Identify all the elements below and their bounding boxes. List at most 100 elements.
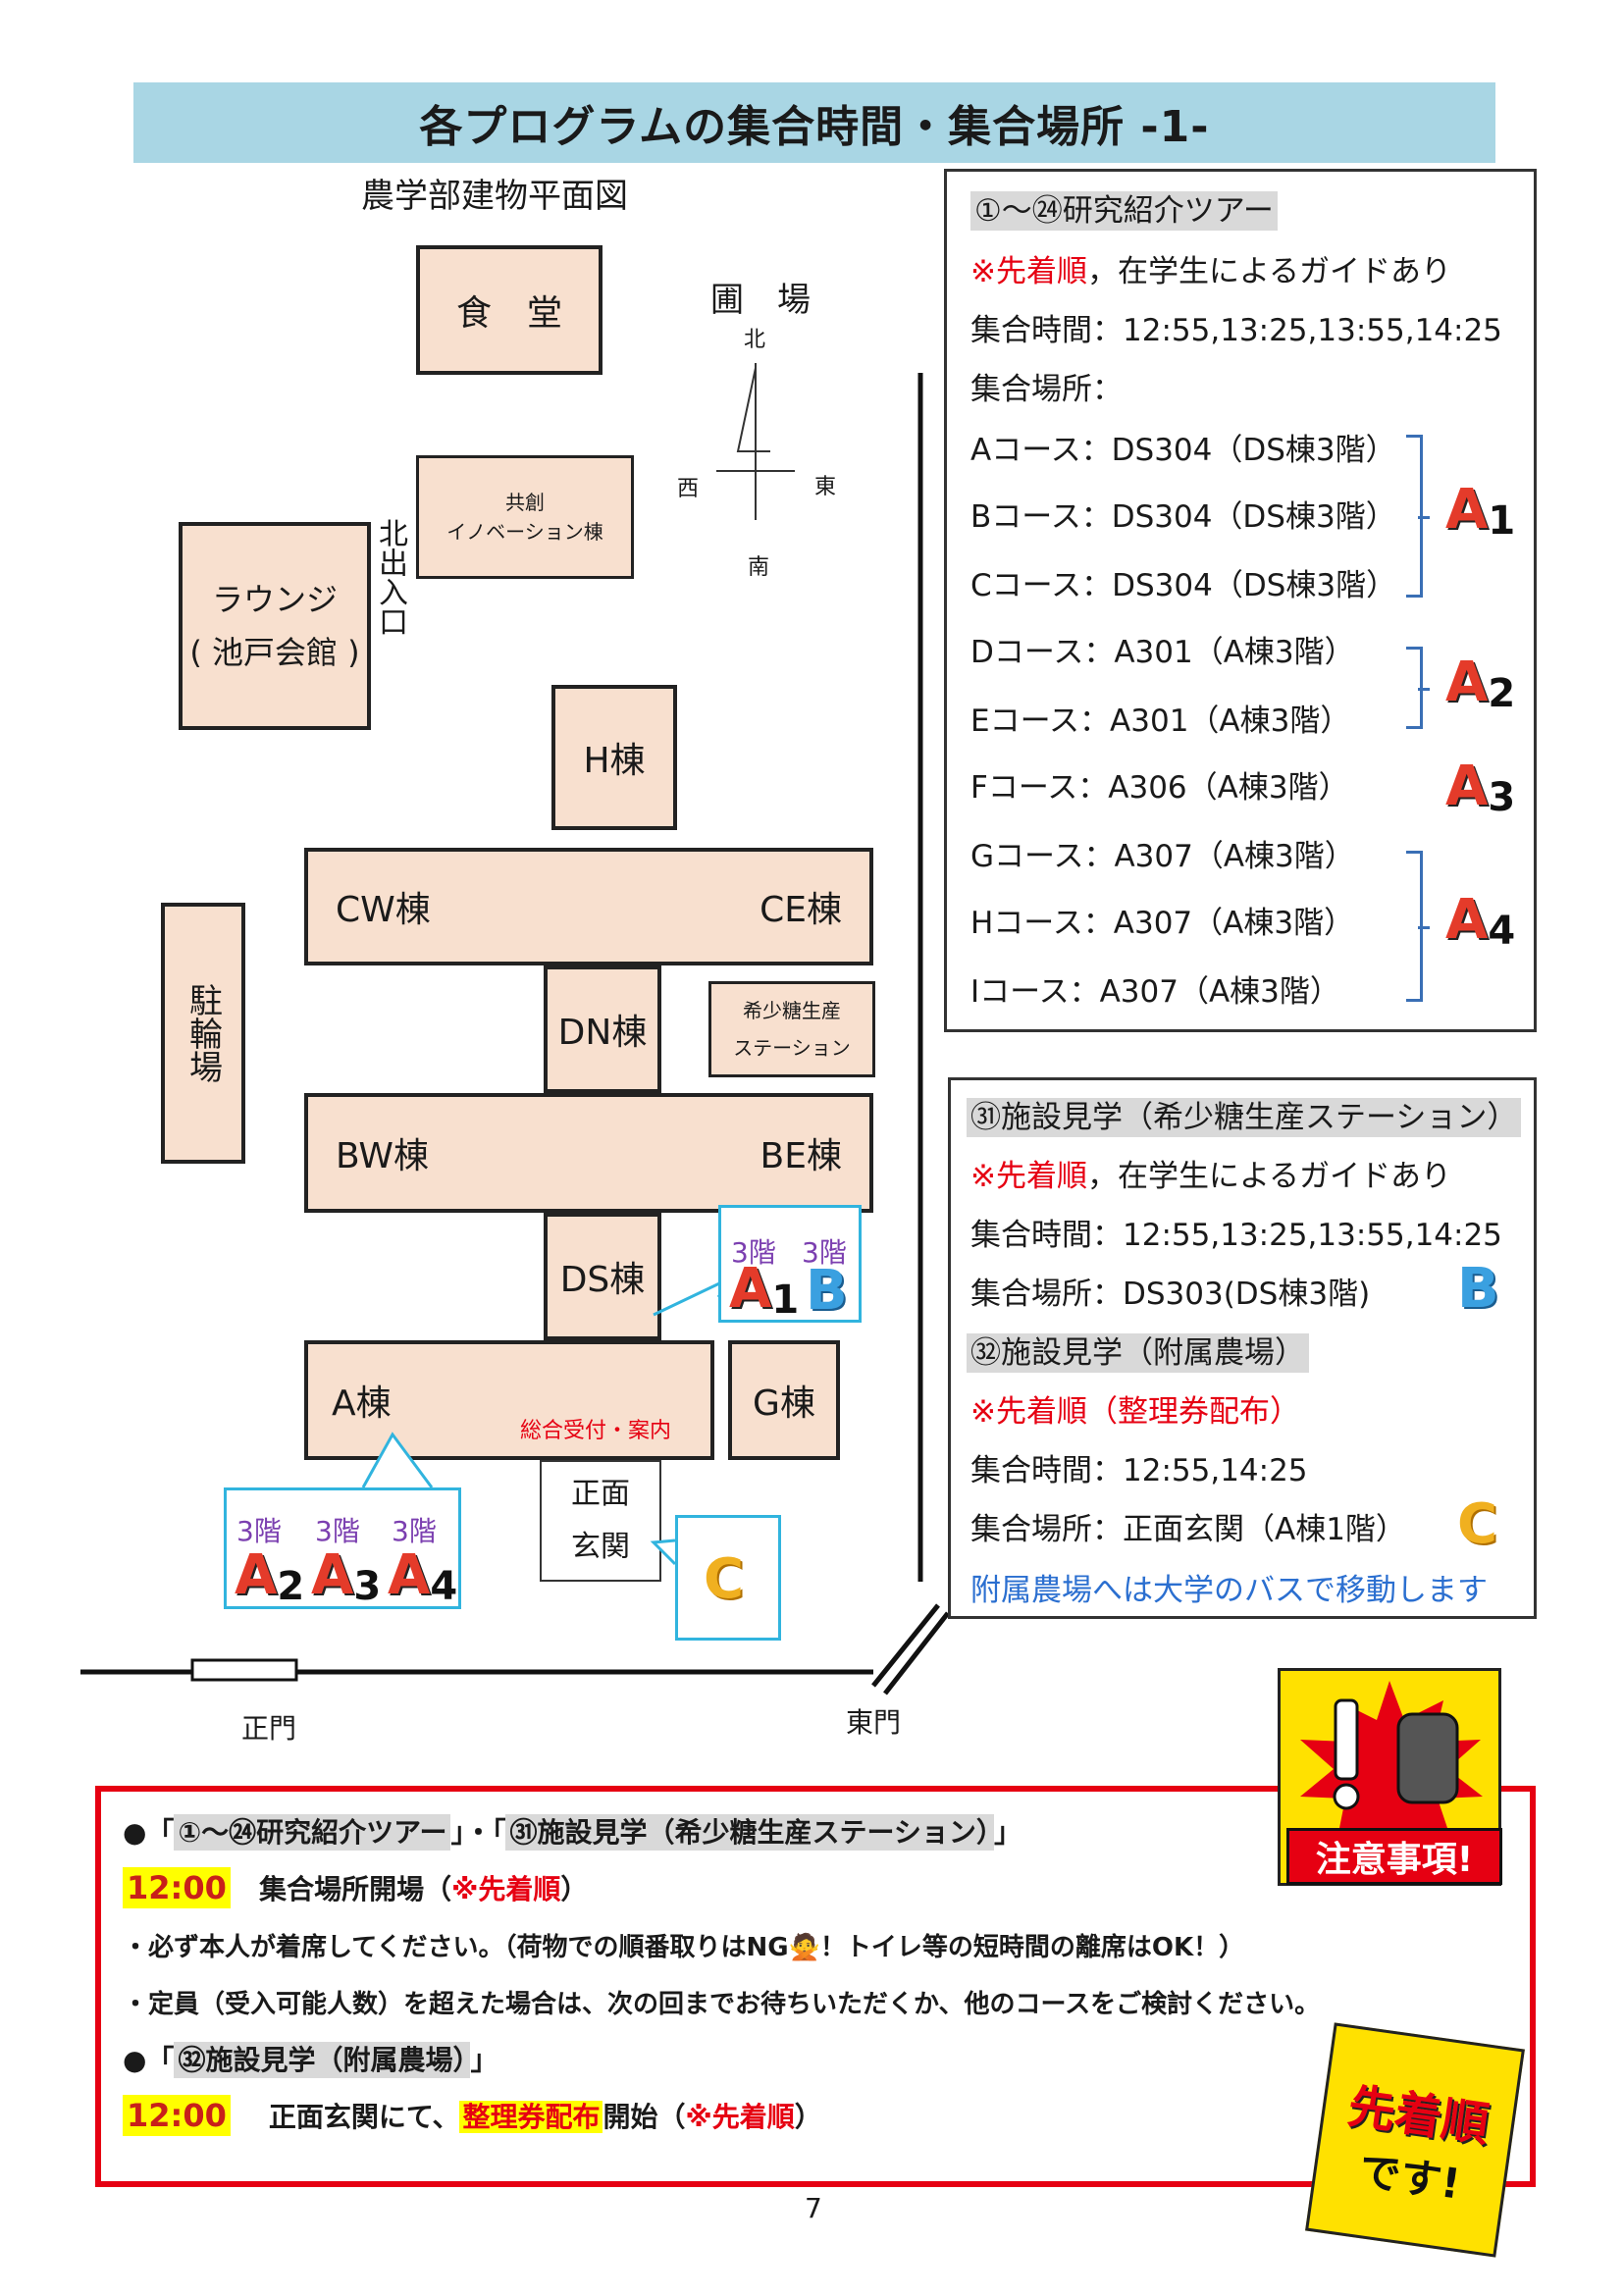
east-gate-line1 bbox=[871, 1603, 940, 1688]
building-label: G棟 bbox=[753, 1383, 815, 1424]
building-label-bw: BW棟 bbox=[336, 1136, 430, 1176]
course-i: Iコース：A307（A棟3階） bbox=[970, 974, 1340, 1010]
building-label: 共創 bbox=[505, 491, 545, 514]
building-label: DN棟 bbox=[557, 1013, 648, 1053]
building-label: 食 堂 bbox=[455, 293, 562, 334]
panel2-note1: ※先着順，在学生によるガイドあり bbox=[970, 1159, 1452, 1194]
building-label: A棟 bbox=[332, 1383, 392, 1424]
building-shokudo: 食 堂 bbox=[416, 245, 602, 375]
panel2-time1: 集合時間：12:55,13:25,13:55,14:25 bbox=[970, 1218, 1502, 1253]
course-a: Aコース：DS304（DS棟3階） bbox=[970, 433, 1396, 468]
building-g: G棟 bbox=[728, 1340, 840, 1460]
building-label: DS棟 bbox=[559, 1260, 646, 1300]
main-gate-label: 正門 bbox=[241, 1712, 297, 1745]
entrance-label: 正面 bbox=[571, 1477, 630, 1511]
mascot-b-icon: B bbox=[1457, 1257, 1499, 1321]
building-bw-be: BW棟 BE棟 bbox=[304, 1093, 873, 1213]
building-a: A棟 bbox=[304, 1340, 714, 1460]
compass-rose bbox=[716, 363, 795, 520]
callout-ds: 3階 3階 A1 B bbox=[718, 1205, 862, 1323]
east-gate-line2 bbox=[883, 1611, 950, 1695]
mascot-c-icon: C bbox=[704, 1547, 745, 1611]
building-label: ラウンジ bbox=[211, 581, 338, 618]
bracket-abc bbox=[1406, 435, 1430, 598]
panel1-place-label: 集合場所： bbox=[970, 372, 1123, 407]
compass-south: 南 bbox=[748, 555, 770, 580]
compass-north: 北 bbox=[744, 328, 766, 352]
panel2-place1: 集合場所：DS303(DS棟3階) bbox=[970, 1277, 1371, 1312]
map-heading: 農学部建物平面図 bbox=[361, 177, 628, 216]
north-arrow bbox=[736, 367, 770, 452]
mascot-b-icon: B bbox=[806, 1259, 848, 1323]
mascot-a2-icon: A2 bbox=[235, 1543, 305, 1609]
building-label: H棟 bbox=[583, 741, 646, 781]
course-b: Bコース：DS304（DS棟3階） bbox=[970, 499, 1396, 535]
page-number: 7 bbox=[805, 2192, 822, 2224]
callout-a: 3階 3階 3階 A2 A3 A4 bbox=[224, 1487, 461, 1609]
panel-facility-tour: ㉛施設見学（希少糖生産ステーション） ※先着順，在学生によるガイドあり 集合時間… bbox=[948, 1077, 1537, 1619]
east-gate-label: 東門 bbox=[846, 1706, 902, 1739]
panel2-heading2: ㉜施設見学（附属農場） bbox=[967, 1328, 1309, 1373]
mascot-a4-icon: A4 bbox=[1445, 888, 1516, 954]
bracket-de bbox=[1406, 647, 1430, 729]
course-d: Dコース：A301（A棟3階） bbox=[970, 635, 1355, 670]
north-entrance-label: 北出入口 bbox=[373, 518, 407, 636]
building-label: 希少糖生産 bbox=[743, 999, 841, 1022]
panel1-heading: ①～㉔研究紹介ツアー bbox=[970, 185, 1278, 231]
course-g: Gコース：A307（A棟3階） bbox=[970, 839, 1355, 874]
bicycle-parking: 駐輪場 bbox=[161, 903, 245, 1164]
caution-label: 注意事項! bbox=[1286, 1828, 1502, 1885]
callout-entrance: C bbox=[675, 1515, 781, 1641]
compass-east: 東 bbox=[814, 475, 837, 499]
mascot-a4-icon: A4 bbox=[388, 1543, 458, 1609]
floor-label: 3階 bbox=[731, 1236, 776, 1269]
panel1-time: 集合時間：12:55,13:25,13:55,14:25 bbox=[970, 313, 1502, 348]
main-gate bbox=[190, 1658, 298, 1682]
caution-badge: 注意事項! bbox=[1278, 1668, 1502, 1886]
compass-west: 西 bbox=[677, 477, 700, 501]
building-label: ステーション bbox=[733, 1036, 851, 1060]
bracket-ghi bbox=[1406, 851, 1430, 1002]
entrance-label: 玄関 bbox=[571, 1530, 630, 1564]
building-label-be: BE棟 bbox=[760, 1136, 842, 1176]
panel2-note2: ※先着順（整理券配布） bbox=[970, 1394, 1300, 1430]
notice-line2: 12:00 集合場所開場（※先着順） bbox=[123, 1867, 588, 1908]
panel2-bus-note: 附属農場へは大学のバスで移動します bbox=[970, 1573, 1488, 1608]
building-rare-sugar-station: 希少糖生産 ステーション bbox=[708, 981, 875, 1077]
course-e: Eコース：A301（A棟3階） bbox=[970, 704, 1351, 739]
panel2-time2: 集合時間：12:55,14:25 bbox=[970, 1453, 1308, 1488]
page-title: 各プログラムの集合時間・集合場所 -1- bbox=[133, 82, 1495, 163]
floor-label: 3階 bbox=[236, 1515, 282, 1547]
reception-label: 総合受付・案内 bbox=[520, 1419, 672, 1443]
first-come-badge: 先着順 です! bbox=[1305, 2022, 1525, 2258]
mascot-a2-icon: A2 bbox=[1445, 651, 1516, 716]
notice-line6: 12:00 正面玄関にて、整理券配布開始（※先着順） bbox=[123, 2095, 822, 2136]
caution-burst-icon bbox=[1300, 1681, 1483, 1828]
panel2-place2: 集合場所：正面玄関（A棟1階） bbox=[970, 1512, 1406, 1547]
building-lounge: ラウンジ ( 池戸会館 ) bbox=[179, 522, 371, 730]
building-label: イノベーション棟 bbox=[446, 520, 603, 544]
building-dn: DN棟 bbox=[544, 965, 661, 1093]
first-come-sub-label: です! bbox=[1356, 2146, 1464, 2209]
mascot-c-icon: C bbox=[1457, 1492, 1498, 1556]
building-ds: DS棟 bbox=[544, 1213, 661, 1340]
building-cw-ce: CW棟 CE棟 bbox=[304, 848, 873, 965]
course-f: Fコース：A306（A棟3階） bbox=[970, 770, 1349, 806]
notice-line3: ・必ず本人が着席してください。（荷物での順番取りはNG🙅！トイレ等の短時間の離席… bbox=[123, 1933, 1245, 1962]
building-kyoso-innovation: 共創 イノベーション棟 bbox=[416, 455, 634, 579]
mascot-a1-icon: A1 bbox=[1445, 478, 1516, 544]
mascot-a3-icon: A3 bbox=[1445, 755, 1516, 820]
building-label-ce: CE棟 bbox=[760, 890, 842, 930]
panel1-note: ※先着順，在学生によるガイドあり bbox=[970, 254, 1452, 289]
building-h: H棟 bbox=[551, 685, 677, 830]
mascot-a1-icon: A1 bbox=[729, 1257, 800, 1323]
panel2-heading1: ㉛施設見学（希少糖生産ステーション） bbox=[967, 1092, 1522, 1137]
course-c: Cコース：DS304（DS棟3階） bbox=[970, 568, 1397, 603]
panel-research-tour: ①～㉔研究紹介ツアー ※先着順，在学生によるガイドあり 集合時間：12:55,1… bbox=[944, 169, 1537, 1032]
building-label-cw: CW棟 bbox=[336, 890, 431, 930]
floor-label: 3階 bbox=[392, 1515, 437, 1547]
building-label: ( 池戸会館 ) bbox=[189, 634, 360, 671]
building-label: 駐輪場 bbox=[183, 983, 223, 1083]
notice-line5: ●「㉜施設見学（附属農場）」 bbox=[123, 2042, 498, 2078]
floor-label: 3階 bbox=[315, 1515, 360, 1547]
